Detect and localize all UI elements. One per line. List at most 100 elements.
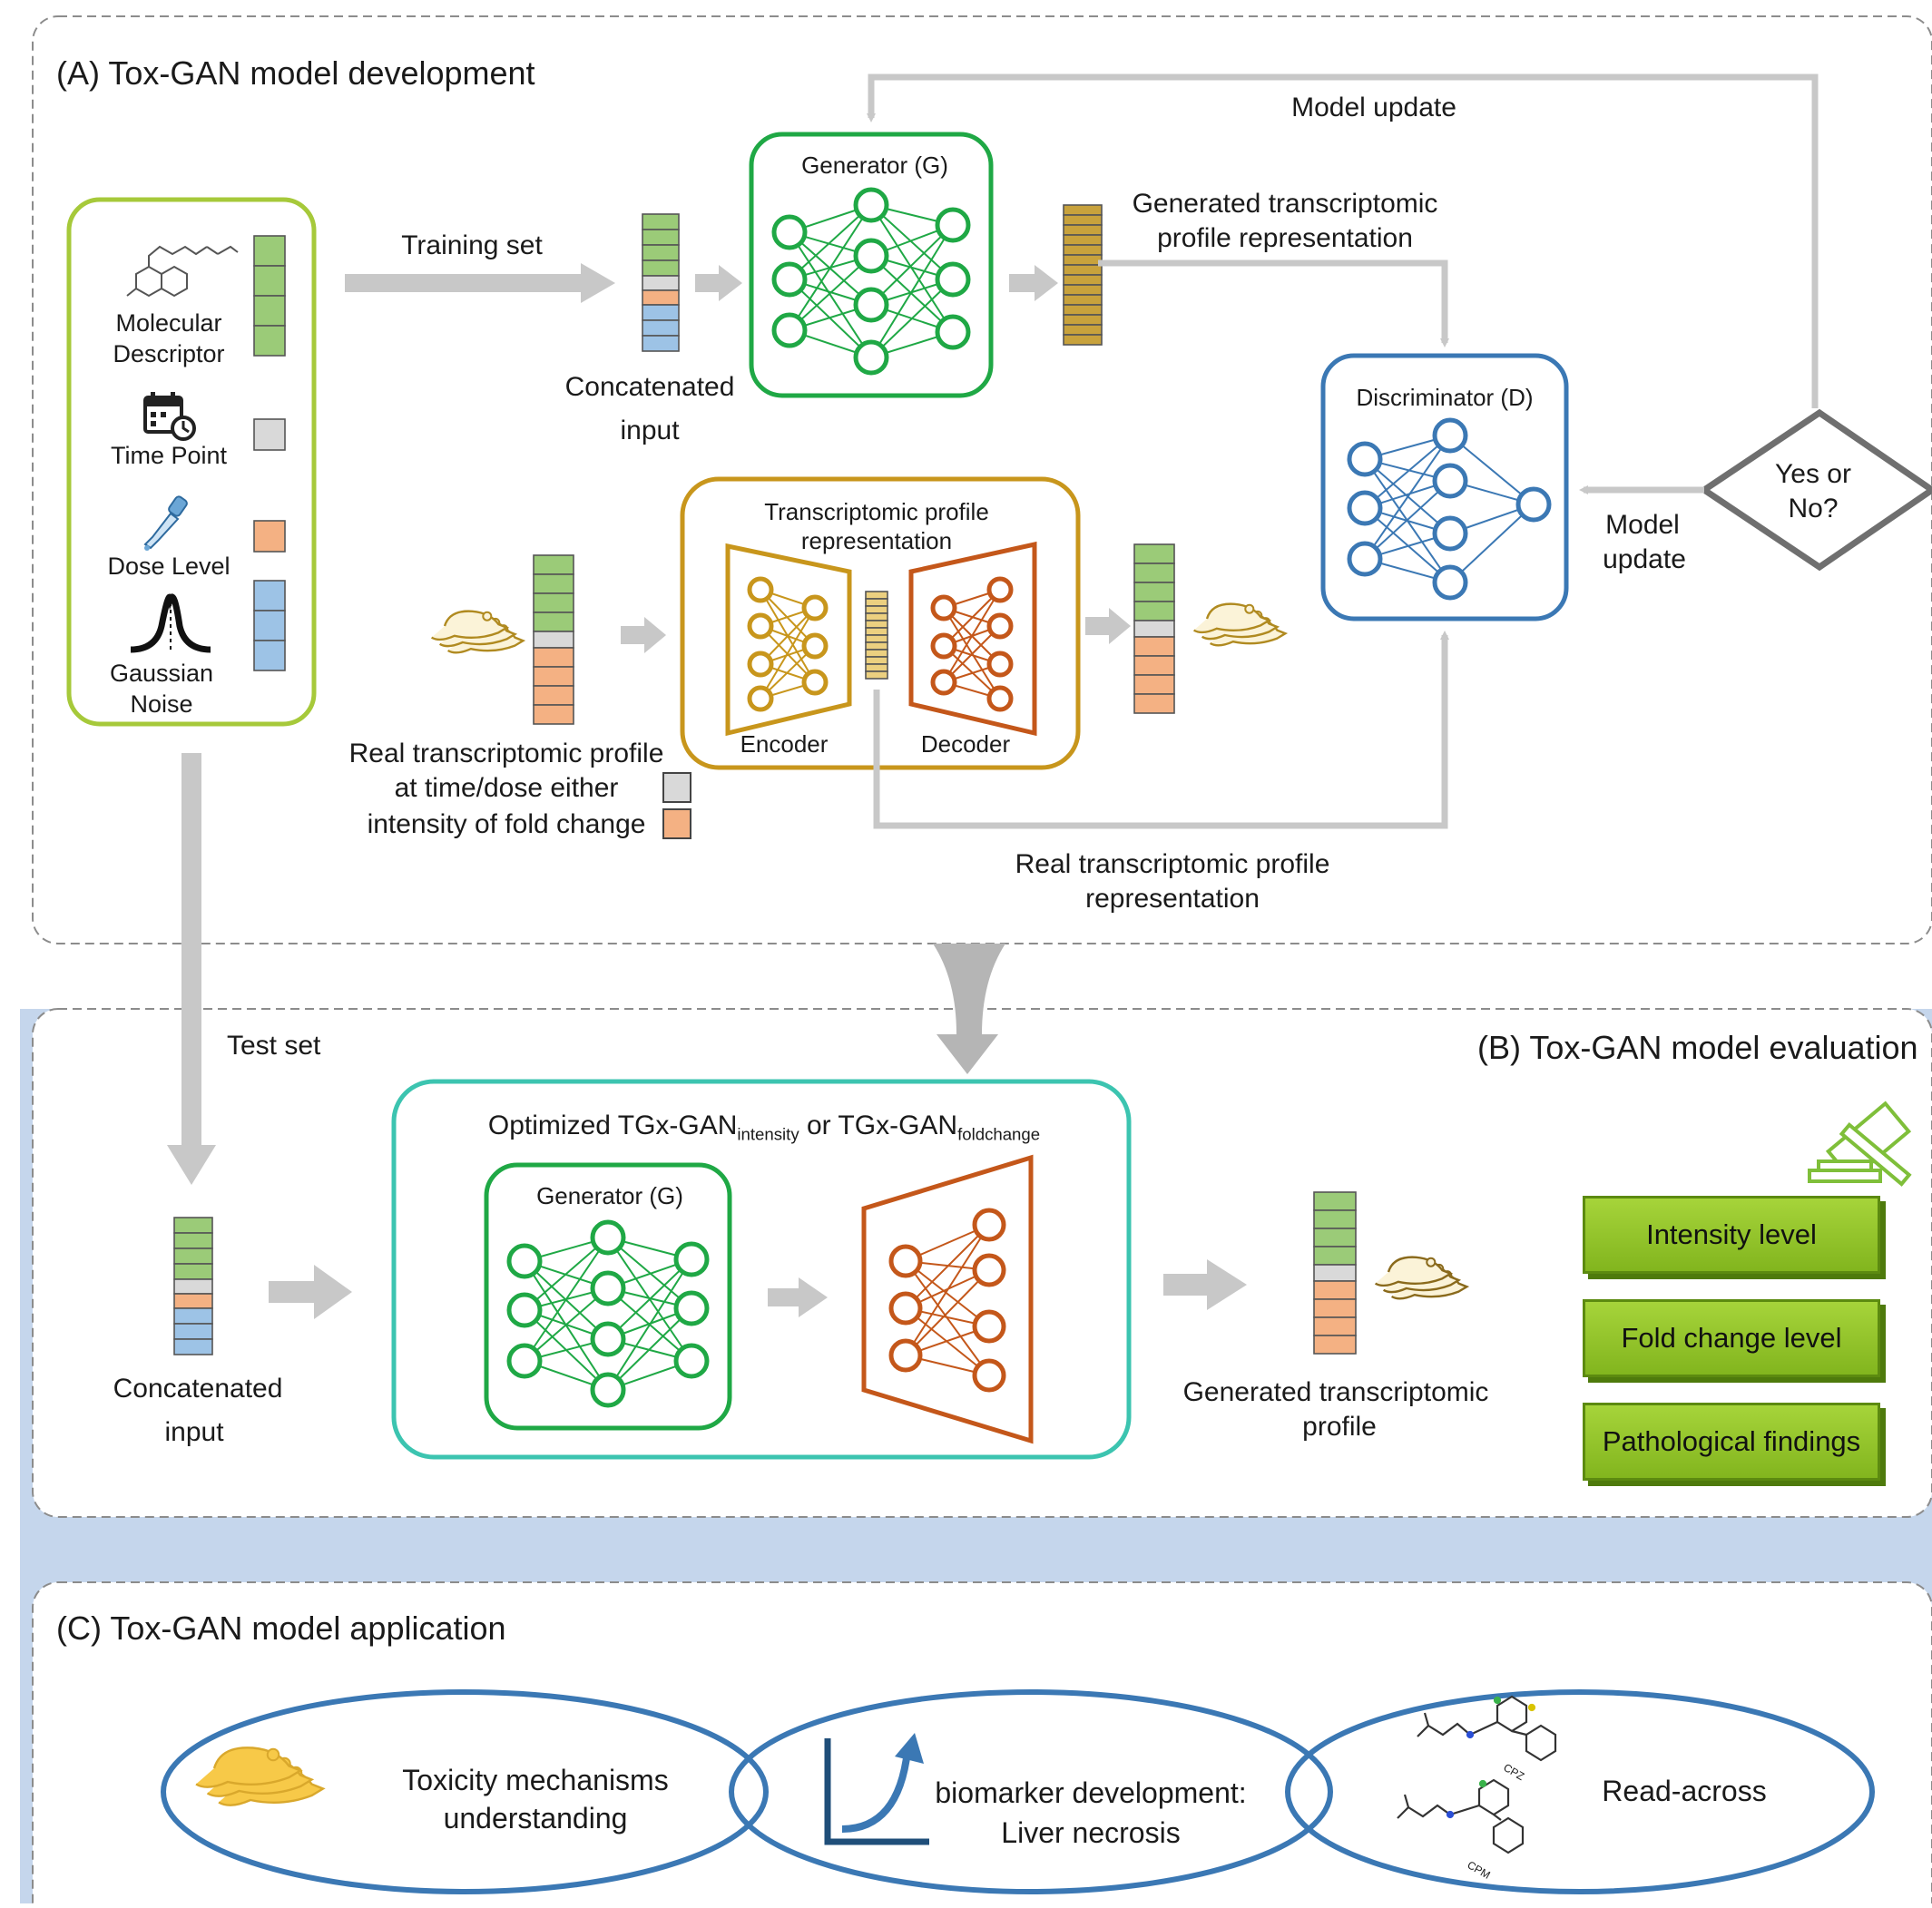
reconstructed-vector-cell	[1133, 582, 1175, 602]
generated-rep-vector-cell	[1063, 274, 1103, 286]
line-model-update-top	[867, 73, 1819, 408]
autoencoder-title-2: representation	[800, 527, 953, 554]
training-set-label: Training set	[401, 230, 543, 260]
generated-profile-vector-cell	[1313, 1280, 1357, 1300]
decoder-node	[930, 632, 957, 660]
legend-orange-square	[662, 808, 691, 839]
latent-vector-cell	[865, 663, 888, 672]
generated-profile-vector-cell	[1313, 1209, 1357, 1229]
decoder-b-edge	[905, 1224, 990, 1356]
reconstructed-vector-cell	[1133, 674, 1175, 695]
generator-b-edge	[607, 1258, 692, 1391]
encoder-node	[747, 576, 774, 603]
ellipse-toxicity	[161, 1689, 769, 1894]
encoder-node	[747, 612, 774, 640]
rat-output-ear	[1244, 603, 1255, 614]
generator-a-edge	[789, 255, 872, 331]
latent-vector-cell	[865, 634, 888, 643]
fold-change-level-box: Fold change level	[1583, 1299, 1880, 1377]
generator-b-edge	[524, 1237, 609, 1362]
decoder-b-node	[888, 1291, 923, 1326]
discriminator-edge	[1364, 435, 1451, 509]
generator-a-node	[771, 214, 808, 250]
generator-a-edge	[870, 255, 954, 333]
funnel-arrow	[933, 944, 1005, 1074]
concat-input-b-label-1: Concatenated	[113, 1374, 283, 1404]
concat-b-vector-cell	[173, 1278, 213, 1295]
real-profile-legend-3: intensity of fold change	[367, 809, 646, 839]
decision-label-1: Yes or	[1775, 459, 1851, 489]
line-real-to-disc	[873, 631, 1449, 829]
generator-b-label: Generator (G)	[536, 1182, 683, 1209]
decision-label-2: No?	[1788, 494, 1839, 523]
real-profile-vector-cell	[533, 631, 574, 649]
panel-c-title: (C) Tox-GAN model application	[56, 1610, 506, 1647]
molecule-descriptor-icon	[126, 245, 239, 298]
biomarker-label-1: biomarker development:	[935, 1776, 1247, 1809]
latent-vector-cell	[865, 649, 888, 658]
concat-a-vector-cell	[642, 275, 680, 291]
encoder-node	[801, 594, 829, 621]
model-update-top-label: Model update	[1291, 93, 1456, 122]
discriminator-node	[1347, 490, 1383, 526]
real-profile-vector-cell	[533, 592, 574, 613]
gaussian-noise-label-2: Noise	[130, 690, 193, 718]
dose-level-label: Dose Level	[107, 553, 230, 580]
discriminator-label: Discriminator (D)	[1356, 384, 1534, 411]
molecular-descriptor-vector-cell	[253, 235, 286, 267]
generated-profile-vector-cell	[1313, 1298, 1357, 1318]
gavel-icon	[1808, 1101, 1912, 1187]
generated-profile-vector-cell	[1313, 1246, 1357, 1266]
biomarker-label-2: Liver necrosis	[1001, 1816, 1181, 1849]
generator-b-node	[506, 1292, 543, 1328]
concat-a-vector-cell	[642, 229, 680, 246]
molecular-descriptor-label-2: Descriptor	[113, 340, 225, 367]
real-rep-label-2: representation	[1085, 884, 1260, 914]
generated-rep-vector-cell	[1063, 244, 1103, 256]
encoder-edge	[760, 607, 816, 700]
generated-profile-label-1: Generated transcriptomic	[1182, 1377, 1489, 1407]
discriminator-node	[1515, 486, 1552, 523]
arrow-to-autoencoder	[621, 617, 666, 653]
panel-b-title: (B) Tox-GAN model evaluation	[1477, 1029, 1918, 1066]
generator-a-node	[853, 187, 889, 223]
decoder-b-node	[972, 1208, 1006, 1242]
decoder-b-node	[972, 1358, 1006, 1393]
panel-a-title: (A) Tox-GAN model development	[56, 54, 535, 92]
generator-a-label: Generator (G)	[801, 152, 948, 179]
generator-a-edge	[870, 224, 954, 306]
generator-a-edge	[789, 204, 872, 331]
toxicity-label-1: Toxicity mechanisms	[402, 1764, 669, 1796]
rat-generated-ear	[1426, 1257, 1437, 1267]
generator-a-edge	[870, 224, 954, 358]
ellipse-biomarker	[729, 1689, 1333, 1894]
generator-a-edge	[870, 204, 954, 280]
discriminator-edge	[1449, 435, 1535, 505]
real-profile-vector-cell	[533, 554, 574, 575]
generated-rep-vector-cell	[1063, 334, 1103, 346]
encoder-shape	[725, 543, 852, 737]
discriminator-edge	[1364, 435, 1451, 560]
arrow-to-optimized	[269, 1265, 352, 1319]
generated-rep-vector-cell	[1063, 204, 1103, 216]
real-profile-vector-cell	[533, 685, 574, 706]
generated-rep-label-1: Generated transcriptomic	[1132, 189, 1438, 219]
gaussian-noise-label-1: Gaussian	[109, 660, 214, 687]
generator-b-edge	[607, 1307, 692, 1391]
decoder-b-node	[888, 1338, 923, 1373]
input-box	[66, 197, 317, 727]
generator-a-node	[853, 238, 889, 274]
concat-b-vector-cell	[173, 1232, 213, 1249]
concat-a-vector-cell	[642, 289, 680, 306]
test-set-label: Test set	[227, 1031, 321, 1061]
molecular-descriptor-vector-cell	[253, 325, 286, 357]
generated-rep-vector-cell	[1063, 254, 1103, 266]
concat-a-vector-cell	[642, 213, 680, 230]
decoder-node	[930, 669, 957, 696]
encoder-node	[801, 669, 829, 696]
concat-a-vector-cell	[642, 304, 680, 321]
generator-a-edge	[870, 279, 954, 358]
generated-rep-vector-cell	[1063, 264, 1103, 276]
intensity-level-box: Intensity level	[1583, 1196, 1880, 1274]
